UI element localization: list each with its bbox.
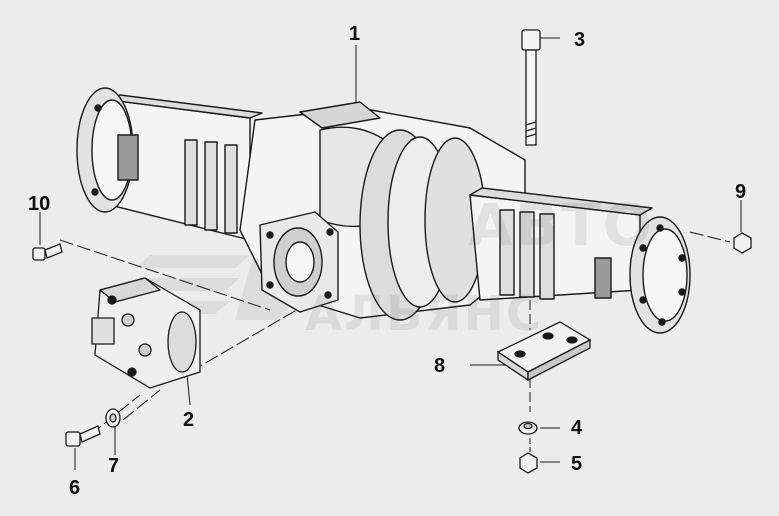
- long-bolt: [521, 29, 541, 146]
- hydraulic-motor: [91, 277, 201, 389]
- callout-1: 1: [349, 23, 361, 45]
- callout-5: 5: [571, 453, 583, 475]
- callout-8: 8: [434, 355, 446, 377]
- watermark-top: АВТО: [468, 191, 654, 259]
- callout-3: 3: [574, 29, 586, 51]
- axle-housing: [76, 87, 691, 334]
- callout-9: 9: [735, 181, 747, 203]
- leader-lines: [39, 37, 742, 470]
- callout-10: 10: [28, 193, 51, 215]
- support-plate: [496, 321, 592, 382]
- callout-2: 2: [183, 409, 195, 431]
- callout-6: 6: [69, 477, 81, 499]
- callout-7: 7: [108, 455, 120, 477]
- watermark-bottom: АЛЬЯНС: [305, 286, 543, 342]
- callout-4: 4: [571, 417, 583, 439]
- small-parts: [32, 232, 752, 474]
